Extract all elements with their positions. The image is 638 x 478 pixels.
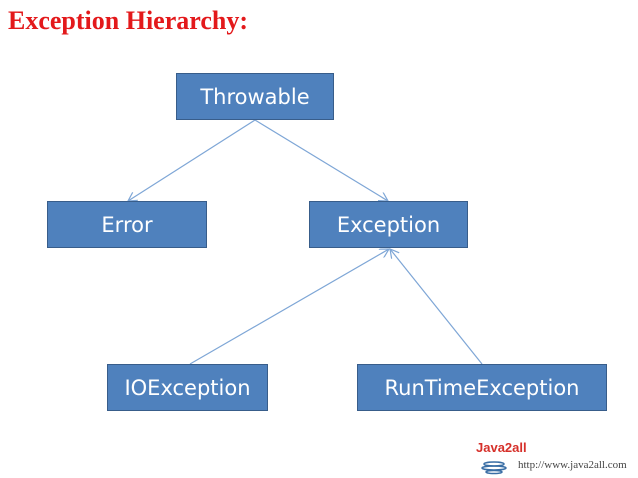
edge-throwable-error — [128, 119, 256, 201]
edge-throwable-exception — [254, 119, 388, 201]
edge-ioexception-exception — [189, 249, 389, 365]
node-exception: Exception — [309, 201, 468, 248]
node-error: Error — [47, 201, 207, 248]
node-throwable: Throwable — [176, 73, 334, 120]
logo-text: Java2all — [476, 440, 527, 455]
java-cup-logo-icon — [481, 461, 507, 475]
node-runtimeexception: RunTimeException — [357, 364, 607, 411]
footer-url[interactable]: http://www.java2all.com — [518, 459, 627, 471]
edge-runtimeexception-exception — [390, 249, 483, 365]
node-ioexception: IOException — [107, 364, 268, 411]
diagram-title: Exception Hierarchy: — [8, 6, 248, 35]
